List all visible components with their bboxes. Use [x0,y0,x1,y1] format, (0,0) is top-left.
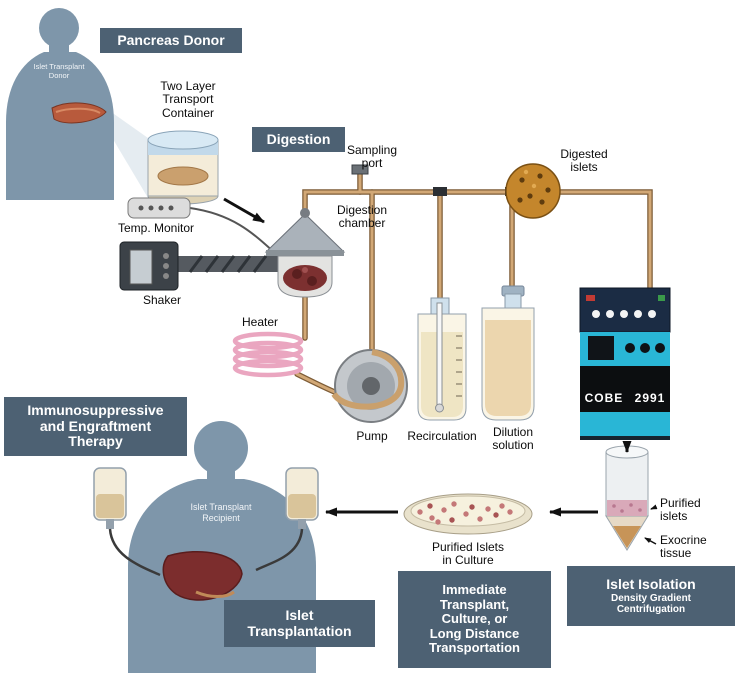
dilution-bottle [481,285,535,421]
conical-centrifuge-tube [605,445,658,551]
purified-islets-layer [607,500,647,516]
pancreas-graft [195,590,235,598]
label-dilution-solution: Dilution solution [492,425,534,453]
petri-dish-culture [403,493,533,535]
thermometer [436,302,443,406]
donor-figure-silhouette [6,8,114,200]
pancreas-organ [51,102,107,124]
islet-isolation-title: Islet Isolation [606,575,696,592]
label-islet-transplant-recipient: Islet Transplant Recipient [190,502,252,523]
cobe-2991-machine [579,287,671,440]
digested-islets-sample [505,163,561,219]
pump-device [331,349,408,423]
stage-box-digestion: Digestion [252,127,345,152]
stage-box-islet-transplantation: Islet Transplantation [224,600,375,647]
digestion-chamber-vessel [264,208,346,298]
iv-bag-left [93,467,161,577]
arrow-container-to-chamber [223,197,265,224]
label-pump: Pump [356,429,388,443]
label-digestion-chamber: Digestion chamber [336,203,388,231]
tube-fitting [433,187,447,196]
label-two-layer-container: Two Layer Transport Container [160,79,216,120]
label-exocrine-tissue: Exocrine tissue [660,533,707,561]
iv-bag-right [255,467,319,572]
transport-container [147,130,219,205]
islet-isolation-subtitle: Density Gradient Centrifugation [610,592,692,615]
iv-line-right [255,528,304,572]
label-purified-islets-in-culture: Purified Islets in Culture [431,540,505,568]
label-purified-islets: Purified islets [660,496,701,524]
label-shaker: Shaker [142,293,182,307]
label-digested-islets: Digested islets [560,147,608,175]
label-heater: Heater [241,315,279,329]
label-recirculation: Recirculation [407,429,477,443]
temp-monitor-device [127,197,277,255]
sampling-port-cap [351,164,369,175]
recirculation-bottle [417,297,467,421]
heater-coil [232,331,304,378]
stage-box-pancreas-donor: Pancreas Donor [100,28,242,53]
label-cobe-2991: COBE 2991 [584,391,666,405]
label-islet-transplant-donor: Islet Transplant Donor [33,62,85,80]
iv-line-left [108,528,161,577]
stage-box-immunosuppressive-therapy: Immunosuppressive and Engraftment Therap… [4,397,187,456]
flow-arrows [223,197,632,517]
stage-box-immediate-transplant: Immediate Transplant, Culture, or Long D… [398,571,551,668]
pancreas-in-container [157,166,209,186]
label-temp-monitor: Temp. Monitor [117,221,195,235]
stage-box-islet-isolation: Islet Isolation Density Gradient Centrif… [567,566,735,626]
shaker-device [119,241,290,291]
label-sampling-port: Sampling port [346,143,398,171]
exocrine-tissue-layer [613,526,641,548]
